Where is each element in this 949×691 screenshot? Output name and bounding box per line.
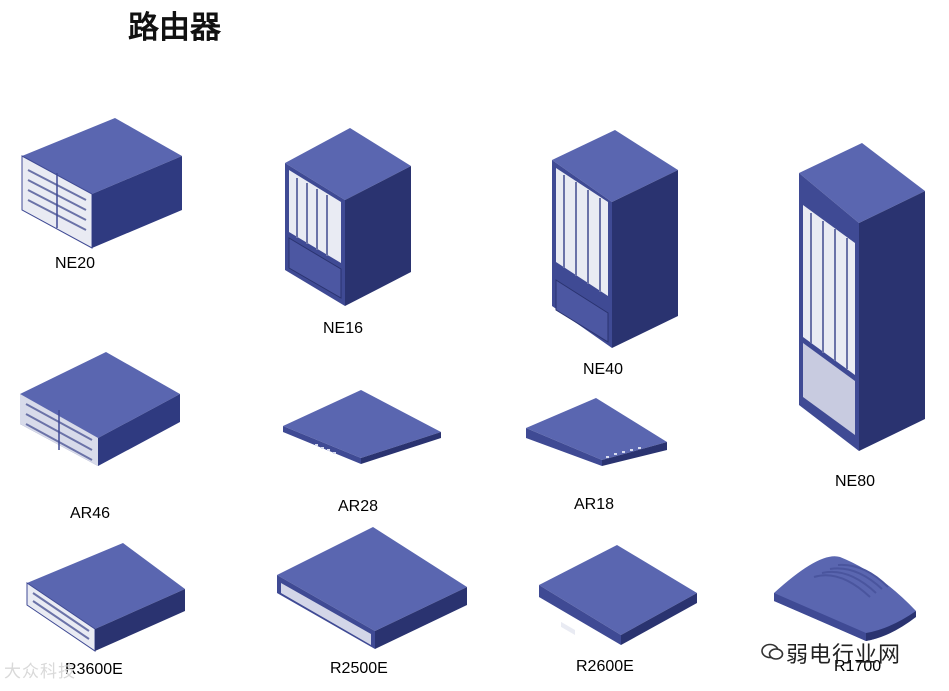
router-ne40-icon [552,130,678,348]
router-ne20-label: NE20 [55,255,96,272]
router-r2600e-label: R2600E [576,658,634,675]
router-ar46-icon [20,352,180,466]
router-r2600e-icon [539,545,697,645]
router-ne40: NE40 [550,130,682,385]
router-ne80-icon [799,143,925,451]
router-r2600e: R2600E [537,545,699,680]
router-ne20-icon [21,118,182,249]
router-ar18-label: AR18 [574,496,615,513]
router-ar18-icon [526,398,667,466]
router-r1700: R1700 [770,555,920,680]
router-ne16-icon [285,128,411,306]
router-ar18: AR18 [524,398,669,520]
router-ne80: NE80 [797,143,927,493]
router-r1700-label: R1700 [834,658,882,675]
router-ar46-label: AR46 [70,505,111,522]
router-ne20: NE20 [20,118,185,272]
router-r3600e: R3600E [25,543,190,683]
router-r2500e-label: R2500E [330,660,388,677]
watermark-left-text: 大众科技 [4,662,76,682]
page-title: 路由器 [128,10,221,46]
router-ne80-label: NE80 [835,473,876,490]
router-r3600e-label: R3600E [65,661,123,678]
router-ar28-icon [283,390,441,464]
router-ne16-label: NE16 [323,320,364,337]
router-ne16: NE16 [285,128,415,343]
watermark-text: 弱电行业网 [786,643,902,668]
router-r3600e-icon [26,543,185,652]
router-ar28: AR28 [281,390,443,520]
router-r2500e: R2500E [275,527,470,682]
router-ar28-label: AR28 [338,498,379,515]
router-ne40-label: NE40 [583,361,624,378]
router-r1700-icon [774,556,916,641]
chat-bubble-icon [760,642,784,662]
router-r2500e-icon [277,527,467,649]
router-ar46: AR46 [18,352,183,532]
